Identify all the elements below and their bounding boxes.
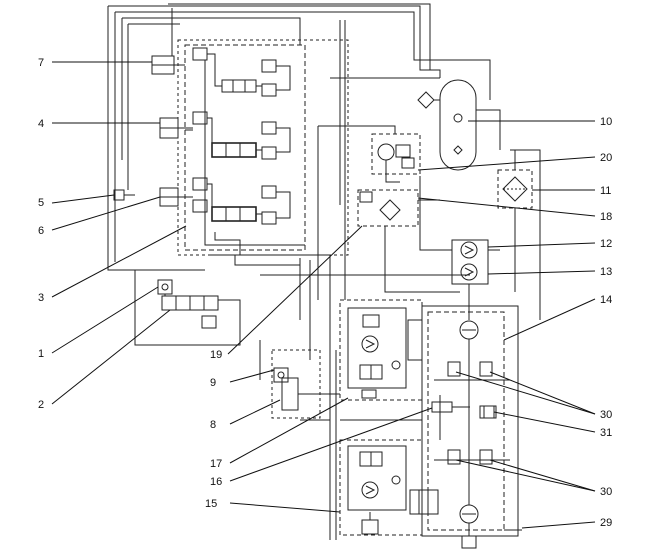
component-6 [159,187,193,207]
block-15 [339,439,439,536]
label-20: 20 [600,152,612,164]
label-4: 4 [38,118,44,130]
valve-row-2 [185,111,291,160]
label-30-upper: 30 [600,409,612,421]
leader-lines [51,61,596,529]
label-17: 17 [210,458,222,470]
pumps-12-13 [419,176,500,320]
component-7 [151,55,185,75]
filter-11 [497,149,541,320]
component-5 [113,189,135,201]
label-2: 2 [38,399,44,411]
label-14: 14 [600,294,612,306]
callout-labels: 7 4 5 6 3 1 2 19 9 8 17 16 15 10 20 11 1… [38,57,612,529]
valve-bank-3 [177,39,349,266]
component-4 [159,117,193,139]
top-piping [107,3,491,300]
label-18: 18 [600,211,612,223]
label-6: 6 [38,225,44,237]
valve-row-1 [192,47,291,97]
label-5: 5 [38,197,44,209]
label-16: 16 [210,476,222,488]
label-12: 12 [600,238,612,250]
label-11: 11 [600,185,611,197]
block-20 [317,125,421,300]
label-19: 19 [210,349,222,361]
label-3: 3 [38,292,44,304]
center-runs [210,254,470,380]
label-7: 7 [38,57,44,69]
component-16 [431,401,470,413]
label-30-lower: 30 [600,486,612,498]
component-1-2 [134,270,241,346]
valve-row-3 [192,177,291,255]
block-14 [421,305,519,549]
block-18 [357,189,460,293]
component-31 [479,405,495,419]
label-1: 1 [38,348,44,360]
label-15: 15 [205,498,217,510]
label-31: 31 [600,427,612,439]
label-13: 13 [600,266,612,278]
label-10: 10 [600,116,612,128]
tank-10 [330,77,501,171]
label-9: 9 [210,377,216,389]
label-29: 29 [600,517,612,529]
lower-runs [300,300,522,540]
label-8: 8 [210,419,216,431]
block-17 [339,299,423,401]
component-8-9 [271,349,340,419]
